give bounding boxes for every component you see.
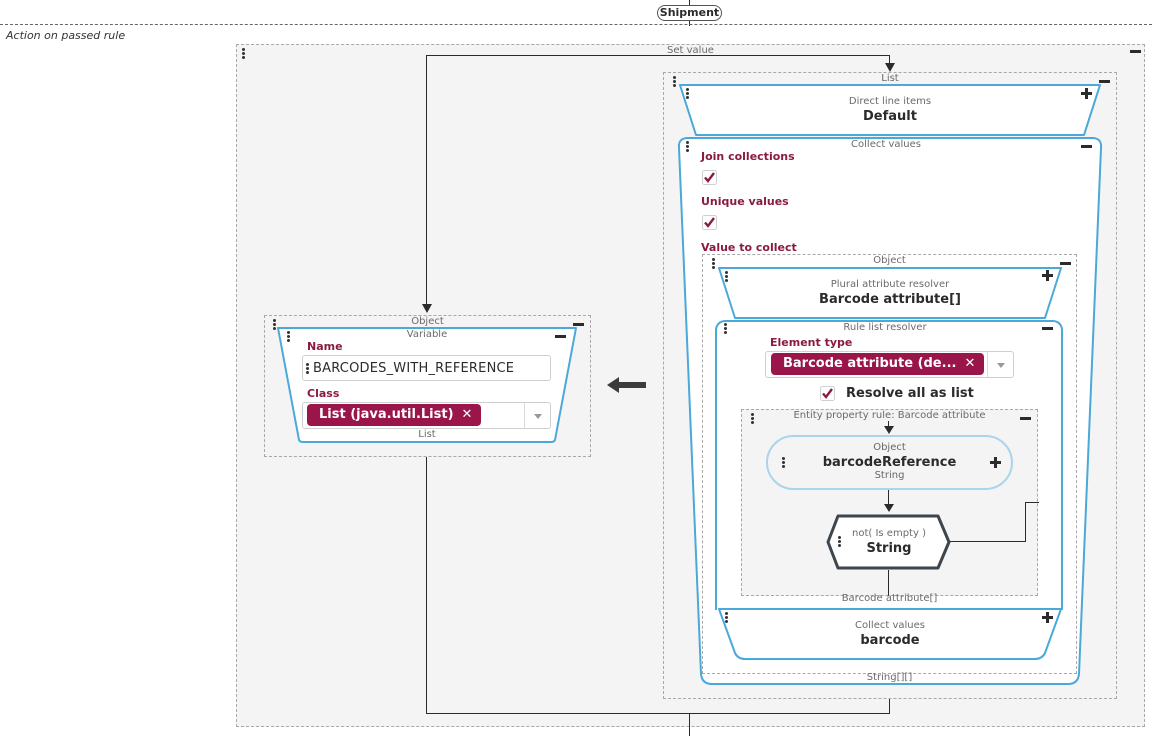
- connector-bottom-left: [426, 456, 427, 714]
- section-label: Action on passed rule: [6, 29, 126, 42]
- join-collections-checkbox[interactable]: [702, 170, 717, 185]
- condition-title: not( Is empty ): [852, 528, 926, 539]
- add-icon[interactable]: [990, 457, 1001, 468]
- pill-connector: [689, 21, 690, 26]
- plural-resolver-value: Barcode attribute[]: [819, 292, 961, 307]
- entity-pill-label: Shipment: [659, 6, 720, 19]
- drag-handle-icon[interactable]: [273, 319, 277, 331]
- object-node-title: Object: [873, 442, 906, 453]
- object-node-type: String: [874, 470, 905, 481]
- join-collections-label: Join collections: [701, 150, 795, 163]
- connector-top: [426, 55, 890, 56]
- class-label: Class: [307, 387, 340, 400]
- arrowhead-down-icon: [885, 63, 895, 72]
- connector: [888, 421, 889, 429]
- section-divider: [0, 24, 1152, 25]
- arrowhead-down-icon: [884, 426, 894, 434]
- chevron-down-icon[interactable]: [987, 352, 1013, 377]
- entity-property-rule-title: Entity property rule: Barcode attribute: [793, 410, 986, 421]
- collapse-icon[interactable]: [555, 335, 566, 338]
- drag-handle-icon[interactable]: [751, 413, 755, 425]
- drag-handle-icon[interactable]: [686, 88, 690, 100]
- collapse-icon[interactable]: [1099, 80, 1110, 83]
- collect-values-inner-value: barcode: [860, 633, 920, 648]
- connector-exit: [689, 713, 690, 736]
- collapse-icon[interactable]: [1060, 262, 1071, 265]
- remove-icon[interactable]: ✕: [964, 356, 976, 371]
- object-inner-title: Object: [873, 255, 906, 266]
- remove-icon[interactable]: ✕: [461, 407, 473, 422]
- collect-values-footer: String[][]: [866, 672, 913, 683]
- collapse-icon[interactable]: [573, 323, 584, 326]
- direct-line-items-shape: [679, 84, 1101, 136]
- object-reference-node[interactable]: Object barcodeReference String: [766, 435, 1013, 490]
- drag-handle-icon[interactable]: [686, 141, 690, 153]
- value-to-collect-label: Value to collect: [701, 241, 797, 254]
- class-chip[interactable]: List (java.util.List) ✕: [307, 404, 482, 426]
- name-label: Name: [307, 340, 343, 353]
- add-icon[interactable]: [1042, 612, 1053, 623]
- connector: [950, 541, 1026, 542]
- plural-resolver-title: Plural attribute resolver: [830, 279, 950, 290]
- collect-values-title: Collect values: [851, 139, 921, 150]
- drag-handle-icon[interactable]: [838, 536, 842, 548]
- list-title: List: [881, 73, 899, 84]
- direct-line-items-value: Default: [863, 109, 917, 124]
- element-type-chip[interactable]: Barcode attribute (de... ✕: [771, 353, 985, 375]
- element-type-chip-label: Barcode attribute (de...: [783, 356, 957, 371]
- add-icon[interactable]: [1081, 88, 1092, 99]
- drag-handle-icon[interactable]: [725, 271, 729, 283]
- collect-values-inner-title: Collect values: [855, 620, 925, 631]
- connector-bottom: [426, 713, 890, 714]
- condition-node-shape[interactable]: [826, 514, 952, 570]
- collapse-icon[interactable]: [1130, 50, 1141, 53]
- unique-values-checkbox[interactable]: [702, 215, 717, 230]
- left-arrow-icon: [607, 377, 646, 393]
- drag-handle-icon[interactable]: [242, 48, 246, 60]
- drag-handle-icon[interactable]: [712, 258, 716, 270]
- connector: [888, 490, 889, 506]
- element-type-label: Element type: [770, 336, 853, 349]
- add-icon[interactable]: [1042, 270, 1053, 281]
- connector: [1025, 502, 1026, 542]
- connector-left-down: [426, 55, 427, 311]
- entity-pill[interactable]: Shipment: [657, 5, 722, 21]
- class-chip-label: List (java.util.List): [319, 407, 454, 422]
- connector-right-down: [889, 55, 890, 64]
- rule-list-resolver-footer: Barcode attribute[]: [841, 593, 938, 604]
- drag-handle-icon[interactable]: [782, 457, 786, 469]
- drag-handle-icon[interactable]: [287, 331, 291, 343]
- name-value: BARCODES_WITH_REFERENCE: [313, 361, 515, 376]
- drag-handle-icon[interactable]: [725, 612, 729, 624]
- collapse-icon[interactable]: [1042, 327, 1053, 330]
- connector: [888, 570, 889, 596]
- drag-handle-icon: [306, 363, 310, 375]
- name-input[interactable]: BARCODES_WITH_REFERENCE: [302, 355, 551, 381]
- drag-handle-icon[interactable]: [673, 76, 677, 88]
- plural-resolver-shape: [718, 267, 1062, 319]
- variable-footer: List: [418, 429, 436, 440]
- unique-values-label: Unique values: [701, 195, 789, 208]
- rule-list-resolver-title: Rule list resolver: [843, 322, 927, 333]
- arrowhead-down-icon: [884, 504, 894, 512]
- arrowhead-down-icon: [422, 304, 432, 313]
- drag-handle-icon[interactable]: [724, 323, 728, 335]
- collapse-icon[interactable]: [1081, 145, 1092, 148]
- connector-bottom-right: [889, 699, 890, 714]
- connector: [1025, 502, 1039, 503]
- condition-value: String: [866, 541, 912, 556]
- collapse-icon[interactable]: [1020, 417, 1031, 420]
- top-connector: [689, 0, 690, 6]
- collect-values-inner-shape: [718, 608, 1062, 660]
- resolve-all-label: Resolve all as list: [846, 386, 974, 401]
- object-left-title: Object: [411, 316, 444, 327]
- set-value-title: Set value: [667, 45, 714, 56]
- object-node-value: barcodeReference: [822, 455, 957, 470]
- direct-line-items-title: Direct line items: [848, 96, 932, 107]
- chevron-down-icon[interactable]: [524, 403, 550, 428]
- resolve-all-checkbox[interactable]: [820, 386, 835, 401]
- variable-title: Variable: [406, 329, 448, 340]
